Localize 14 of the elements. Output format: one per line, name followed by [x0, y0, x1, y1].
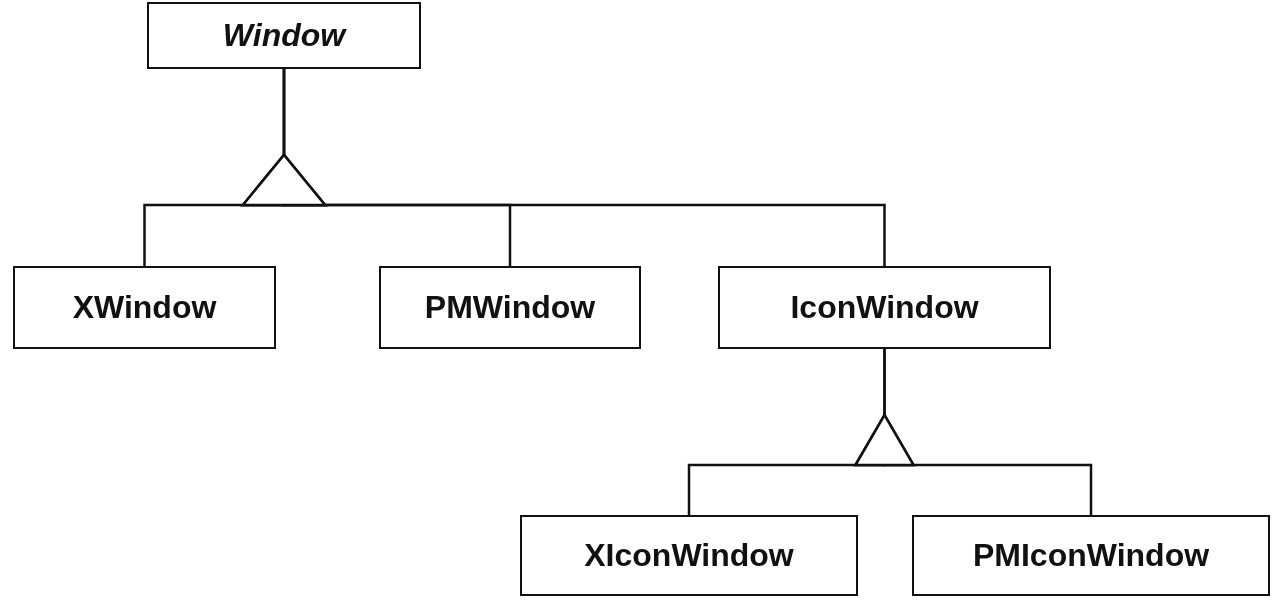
class-box [718, 266, 1051, 349]
class-box [379, 266, 641, 349]
inheritance-connector [241, 69, 886, 266]
inheritance-connector [854, 349, 1093, 515]
class-name: IconWindow [790, 289, 979, 326]
class-name: PMWindow [424, 289, 596, 326]
class-box [147, 2, 421, 69]
class-box [520, 515, 858, 596]
class-box [13, 266, 276, 349]
class-name: PMIconWindow [972, 537, 1210, 574]
class-box [912, 515, 1270, 596]
class-name: XIconWindow [584, 537, 794, 574]
class-name: Window [222, 17, 346, 54]
class-name: XWindow [72, 289, 217, 326]
